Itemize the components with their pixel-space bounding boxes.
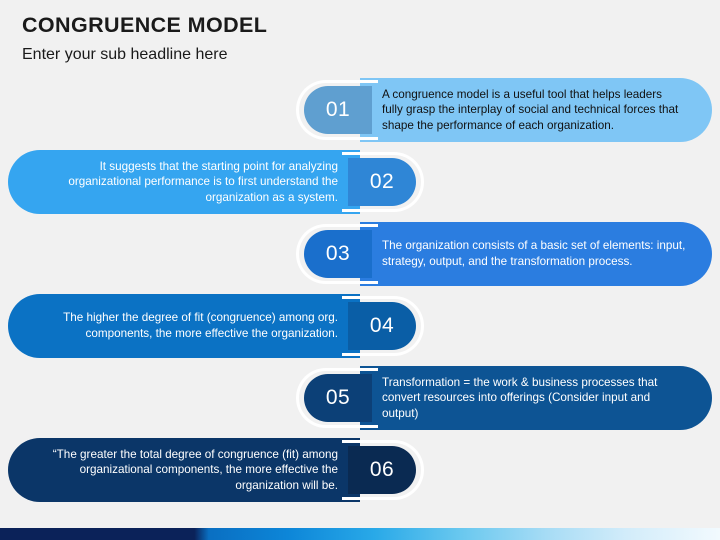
step-description-03: The organization consists of a basic set… bbox=[382, 239, 686, 268]
footer-gradient-bar bbox=[0, 528, 720, 540]
step-text-bar-05: Transformation = the work & business pro… bbox=[360, 366, 712, 430]
step-row-05: Transformation = the work & business pro… bbox=[0, 366, 720, 430]
step-text-bar-04: The higher the degree of fit (congruence… bbox=[8, 294, 360, 358]
step-badge-ring-02 bbox=[342, 152, 424, 212]
slide-header: CONGRUENCE MODEL Enter your sub headline… bbox=[22, 13, 268, 63]
step-number-badge-06[interactable]: 06 bbox=[348, 446, 416, 496]
step-text-bar-01: A congruence model is a useful tool that… bbox=[360, 78, 712, 142]
step-row-04: The higher the degree of fit (congruence… bbox=[0, 294, 720, 358]
page-subtitle: Enter your sub headline here bbox=[22, 45, 228, 63]
step-badge-ring-04 bbox=[342, 296, 424, 356]
step-number-badge-03[interactable]: 03 bbox=[304, 230, 372, 280]
page-title: CONGRUENCE MODEL bbox=[22, 13, 268, 37]
step-text-bar-02: It suggests that the starting point for … bbox=[8, 150, 360, 214]
step-badge-ring-05 bbox=[296, 368, 378, 428]
step-description-05: Transformation = the work & business pro… bbox=[382, 375, 658, 420]
step-description-02: It suggests that the starting point for … bbox=[68, 159, 338, 204]
step-badge-ring-01 bbox=[296, 80, 378, 140]
step-number-badge-01[interactable]: 01 bbox=[304, 86, 372, 136]
step-row-03: The organization consists of a basic set… bbox=[0, 222, 720, 286]
step-row-01: A congruence model is a useful tool that… bbox=[0, 78, 720, 142]
step-text-bar-06: “The greater the total degree of congrue… bbox=[8, 438, 360, 502]
step-description-04: The higher the degree of fit (congruence… bbox=[63, 311, 338, 340]
step-row-06: “The greater the total degree of congrue… bbox=[0, 438, 720, 502]
step-row-02: It suggests that the starting point for … bbox=[0, 150, 720, 214]
step-number-badge-04[interactable]: 04 bbox=[348, 302, 416, 352]
step-description-01: A congruence model is a useful tool that… bbox=[382, 87, 679, 132]
step-description-06: “The greater the total degree of congrue… bbox=[52, 447, 338, 492]
step-number-badge-02[interactable]: 02 bbox=[348, 158, 416, 208]
step-badge-ring-03 bbox=[296, 224, 378, 284]
step-badge-ring-06 bbox=[342, 440, 424, 500]
step-text-bar-03: The organization consists of a basic set… bbox=[360, 222, 712, 286]
step-number-badge-05[interactable]: 05 bbox=[304, 374, 372, 424]
